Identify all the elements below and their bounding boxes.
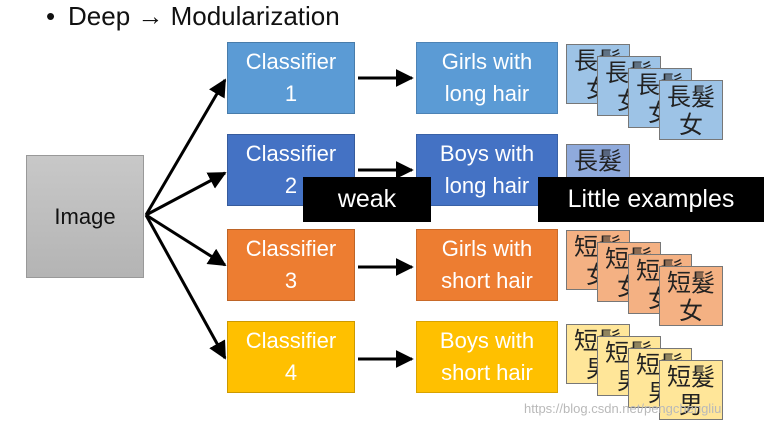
input-image-box: Image (26, 155, 144, 278)
classifier-1-box: Classifier 1 (227, 42, 355, 114)
class-girls-short-hair-box: Girls with short hair (416, 229, 558, 301)
class-boys-short-hair-box: Boys with short hair (416, 321, 558, 393)
class-girls-long-hair-label: Girls with long hair (441, 49, 533, 106)
classifier-3-label: Classifier 3 (245, 236, 337, 293)
slide-title: • Deep → Modularization (46, 0, 340, 32)
arrow-image-to-classifier-4 (144, 214, 227, 360)
class-boys-long-hair-box: Boys with long hair (416, 134, 558, 206)
arrow-image-to-classifier-1 (144, 78, 227, 216)
classifier-3-box: Classifier 3 (227, 229, 355, 301)
example-card-short-hair-girls: 短髮 女 (659, 266, 723, 326)
bullet-dot: • (46, 1, 56, 31)
arrow-image-to-classifier-2 (145, 171, 227, 217)
class-girls-short-hair-label: Girls with short hair (441, 236, 533, 293)
arrow-image-to-classifier-3 (145, 213, 227, 267)
class-boys-short-hair-label: Boys with short hair (439, 328, 535, 385)
weak-overlay-label: weak (303, 177, 431, 222)
classifier-2-box: Classifier 2 (227, 134, 355, 206)
little-examples-overlay-label: Little examples (538, 177, 764, 222)
classifier-1-label: Classifier 1 (245, 49, 337, 106)
classifier-2-label: Classifier 2 (245, 141, 337, 198)
slide-title-text: Deep → Modularization (68, 1, 340, 31)
class-boys-long-hair-label: Boys with long hair (439, 141, 535, 198)
classifier-4-box: Classifier 4 (227, 321, 355, 393)
class-girls-long-hair-box: Girls with long hair (416, 42, 558, 114)
example-card-short-hair-boys: 短髮 男 (659, 360, 723, 420)
classifier-4-label: Classifier 4 (245, 328, 337, 385)
watermark-text: https://blog.csdn.net/pengchengliu (524, 401, 722, 416)
weak-overlay-text: weak (337, 185, 397, 213)
input-image-label: Image (54, 203, 116, 229)
example-card-long-hair-girls: 長髮 女 (659, 80, 723, 140)
little-examples-overlay-text: Little examples (567, 185, 735, 213)
